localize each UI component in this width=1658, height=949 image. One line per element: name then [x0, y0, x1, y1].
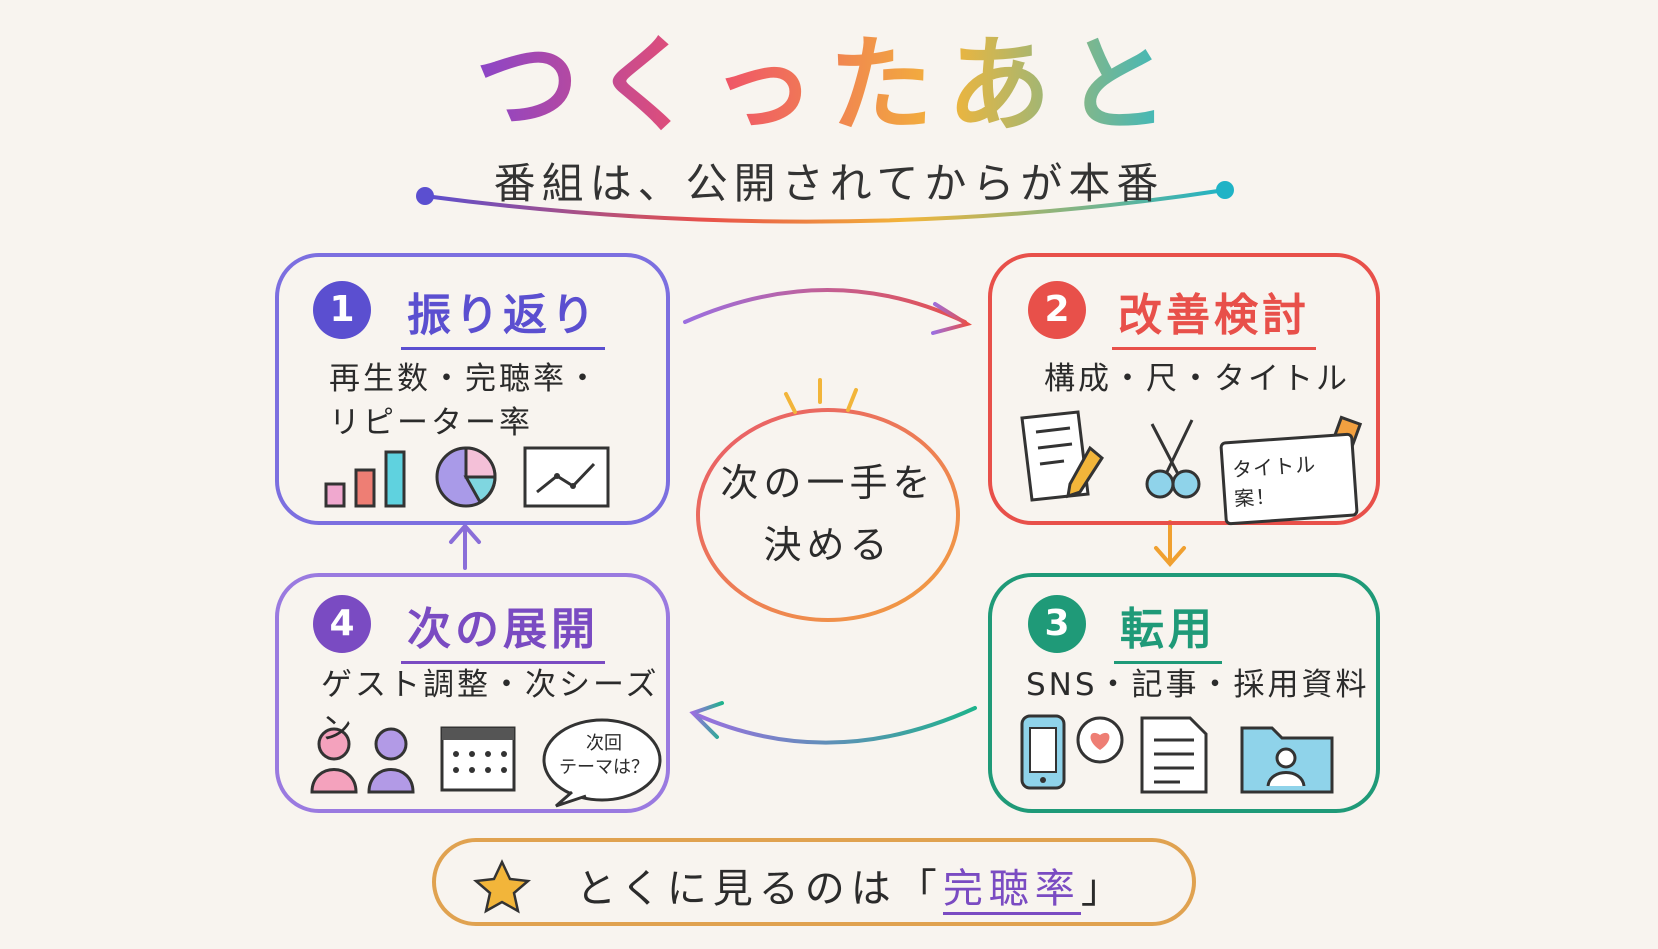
step-desc-4: ゲスト調整・次シーズン [321, 667, 660, 747]
step-box-4: 4 次の展開 ゲスト調整・次シーズン 次回 テーマは？ [275, 573, 670, 813]
arrow-1-to-2 [683, 288, 972, 335]
step-box-2: 2 改善検討 構成・尺・タイトル タイトル案！ [988, 253, 1380, 526]
step-title-2: 改善検討 [1112, 279, 1316, 350]
step-desc-2: 構成・尺・タイトル [1044, 361, 1350, 397]
subtitle-underline [424, 188, 1226, 224]
line-chart-icon [523, 446, 610, 508]
step-title-3: 転用 [1114, 593, 1222, 664]
page-subtitle: 番組は、公開されてからが本番 [493, 159, 1165, 208]
title-note: タイトル案！ [1219, 432, 1359, 526]
center-label-line1: 次の一手を [720, 461, 936, 505]
step-box-3: 3 転用 SNS・記事・採用資料 [988, 573, 1380, 813]
pie-chart-icon [435, 446, 497, 508]
arrow-3-to-4 [689, 701, 977, 745]
underline-dot-left [416, 187, 434, 205]
spark-icon [784, 378, 858, 414]
arrow-4-to-1 [449, 522, 481, 570]
step-desc-1-line2: リピーター率 [329, 405, 533, 441]
title-text: つくったあと [474, 24, 1183, 146]
bottom-prefix: とくに見るのは「 [576, 866, 943, 912]
bottom-suffix: 」 [1080, 866, 1127, 912]
calendar-icon [440, 726, 516, 792]
step-number-2: 2 [1028, 281, 1086, 339]
star-icon [473, 859, 531, 914]
step-number-4: 4 [313, 595, 371, 653]
step-desc-1-line1: 再生数・完聴率・ [329, 361, 601, 397]
smartphone-heart-icon [1020, 714, 1124, 790]
folder-profile-icon [1240, 726, 1334, 794]
step-box-1: 1 振り返り 再生数・完聴率・ リピーター率 [275, 253, 670, 525]
people-icon [310, 727, 415, 794]
center-label-line2: 決める [763, 523, 893, 567]
underline-dot-right [1216, 181, 1234, 199]
document-pencil-icon [1020, 410, 1104, 502]
bubble-text-line1: 次回 [586, 733, 622, 754]
page-title: つくったあと [0, 28, 1658, 142]
article-icon [1140, 716, 1208, 794]
step-title-4: 次の展開 [401, 593, 605, 664]
bottom-callout-text: とくに見るのは「完聴率」 [576, 856, 1127, 915]
step-number-1: 1 [313, 281, 371, 339]
scissors-icon [1145, 419, 1201, 499]
bar-chart-icon [324, 450, 406, 508]
bottom-emphasis: 完聴率 [942, 866, 1081, 915]
step-title-1: 振り返り [401, 279, 605, 350]
step-desc-3: SNS・記事・採用資料 [1026, 667, 1370, 703]
step-number-3: 3 [1028, 595, 1086, 653]
bottom-callout: とくに見るのは「完聴率」 [432, 838, 1196, 926]
arrow-2-to-3 [1154, 520, 1186, 568]
center-ring [696, 408, 960, 622]
bubble-text-line2: テーマは？ [559, 757, 649, 778]
